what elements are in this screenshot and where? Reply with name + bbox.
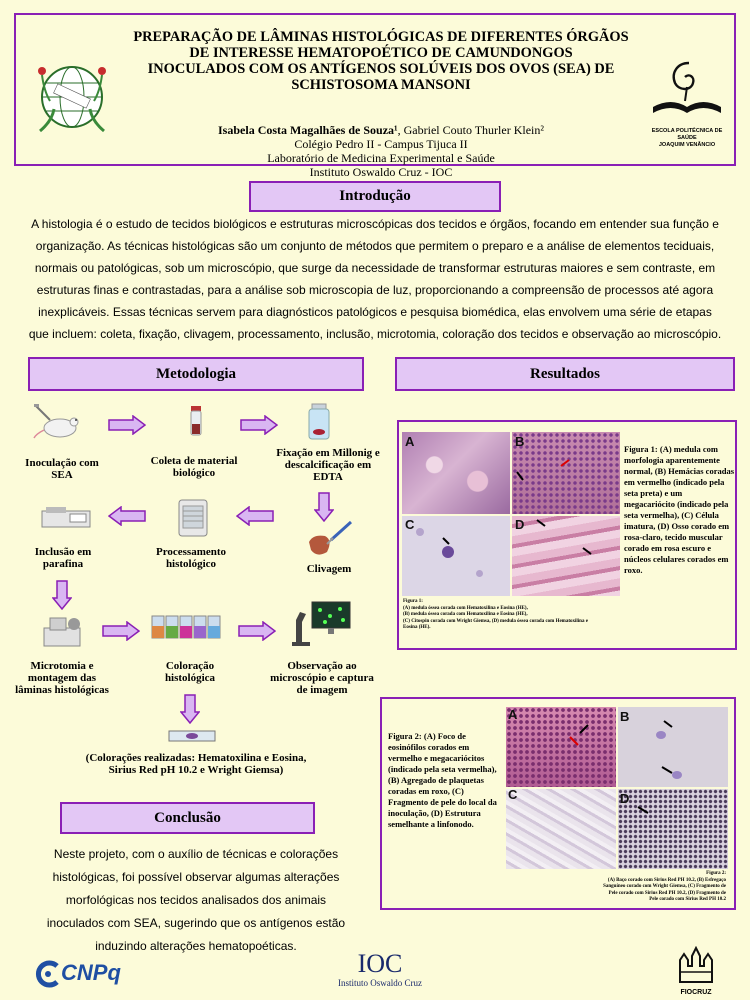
intro-text: A histologia é o estudo de tecidos bioló…	[28, 217, 722, 341]
conclusion-heading: Conclusão	[60, 802, 315, 834]
fig2-panel-c	[506, 789, 616, 869]
processor-icon	[178, 499, 208, 537]
fig2-caption: Figura 2: (A) Foco de eosinófilos corado…	[388, 731, 497, 829]
arrow-left-icon	[108, 506, 146, 526]
affiliation-1: Colégio Pedro II - Campus Tijuca II	[294, 137, 468, 151]
spiral-book-icon	[653, 61, 721, 113]
step-fixacao: Fixação em Millonig e descalcificação em…	[276, 447, 380, 483]
methodology-heading: Metodologia	[28, 357, 364, 391]
fiocruz-text: FIOCRUZ	[680, 989, 712, 996]
arrow-right-icon	[238, 621, 276, 641]
glass-slide-icon	[168, 730, 216, 742]
step-microtomia: Microtomia e montagem das lâminas histol…	[15, 660, 109, 696]
fig1-panel-a	[402, 432, 510, 514]
fig1-panel-d	[512, 516, 620, 596]
ioc-subtext: Instituto Oswaldo Cruz	[338, 978, 422, 988]
figure-2-frame: A B C D Figura 2: (A) Foco de eosinófilo…	[380, 697, 736, 910]
arrow-right-icon	[108, 415, 146, 435]
arrow-left-icon	[236, 506, 274, 526]
arrow-down-icon	[180, 694, 200, 724]
fig2-arrows	[569, 720, 673, 814]
step-coleta: Coleta de material biológico	[150, 455, 238, 479]
fig2-label-d: D	[620, 791, 630, 806]
fig1-panel-b	[512, 432, 620, 514]
stains-note: (Colorações realizadas: Hematoxilina e E…	[85, 752, 307, 776]
fig2-label-c: C	[508, 787, 518, 802]
fig2-panel-b	[618, 707, 728, 787]
conclusion-text: Neste projeto, com o auxílio de técnicas…	[46, 847, 346, 953]
globe-logo-icon	[38, 66, 106, 133]
co-author: , Gabriel Couto Thurler Klein²	[397, 123, 544, 137]
ioc-logo: IOC Instituto Oswaldo Cruz	[320, 949, 440, 989]
staining-jars-icon	[151, 615, 221, 639]
step-coloracao: Coloração histológica	[164, 660, 216, 684]
fig2-panel-a	[506, 707, 616, 787]
affiliation-2: Laboratório de Medicina Experimental e S…	[267, 151, 495, 165]
fig2-small-caption: Figura 2: (A) Baço corado com Sirius Red…	[603, 871, 726, 902]
fig1-arrows	[442, 459, 592, 555]
fig2-panel-d	[618, 789, 728, 869]
results-heading: Resultados	[395, 357, 735, 391]
step-processamento: Processamento histológico	[155, 546, 227, 570]
step-observacao: Observação ao microscópio e captura de i…	[270, 660, 374, 696]
embedding-station-icon	[41, 507, 91, 528]
epsjv-logo: ESCOLA POLITÉCNICA DE SAÚDE JOAQUIM VENÂ…	[642, 57, 732, 148]
fig1-label-a: A	[405, 434, 415, 449]
scalpel-tissue-icon	[309, 520, 353, 555]
fig1-small-caption: Figura 1: (A) medula óssea corada com He…	[403, 599, 588, 630]
ioc-text: IOC	[357, 949, 403, 978]
step-clivagem: Clivagem	[306, 563, 352, 575]
fig2-label-a: A	[508, 707, 518, 722]
arrow-right-icon	[240, 415, 278, 435]
affiliation-3: Instituto Oswaldo Cruz - IOC	[309, 165, 453, 179]
header-box: PREPARAÇÃO DE LÂMINAS HISTOLÓGICAS DE DI…	[14, 13, 736, 179]
arrow-down-icon	[314, 492, 334, 522]
fig1-caption: Figura 1: (A) medula com morfologia apar…	[624, 444, 735, 575]
arrow-right-icon	[102, 621, 140, 641]
fig1-label-b: B	[515, 434, 525, 449]
jar-icon	[308, 403, 330, 440]
microscope-monitor-icon	[292, 601, 351, 646]
fig1-label-d: D	[515, 517, 525, 532]
intro-heading: Introdução	[249, 181, 501, 212]
step-inclusao: Inclusão em parafina	[34, 546, 92, 570]
cnpq-logo: CNPq	[33, 960, 153, 990]
cnpq-swirl-icon	[36, 960, 59, 988]
cnpq-text: CNPq	[61, 960, 121, 985]
fiocruz-castle-icon	[679, 945, 713, 983]
fig1-panel-c	[402, 516, 510, 596]
fig1-label-c: C	[405, 517, 415, 532]
fiocruz-logo: FIOCRUZ	[672, 945, 720, 998]
authors-block: Isabela Costa Magalhães de Souza¹, Gabri…	[126, 123, 636, 179]
epsjv-name: ESCOLA POLITÉCNICA DE SAÚDE JOAQUIM VENÂ…	[651, 128, 723, 148]
tube-icon	[190, 406, 202, 436]
arrow-down-icon	[52, 580, 72, 610]
mouse-syringe-icon	[33, 404, 79, 439]
figure-1-frame: A B C D Figura 1: (A) medula óssea corad…	[397, 420, 737, 650]
fig2-label-b: B	[620, 709, 630, 724]
step-inoculacao: Inoculação com SEA	[25, 457, 99, 481]
microtome-icon	[43, 617, 81, 647]
main-author: Isabela Costa Magalhães de Souza¹	[218, 123, 398, 137]
poster-title: PREPARAÇÃO DE LÂMINAS HISTOLÓGICAS DE DI…	[133, 29, 629, 93]
